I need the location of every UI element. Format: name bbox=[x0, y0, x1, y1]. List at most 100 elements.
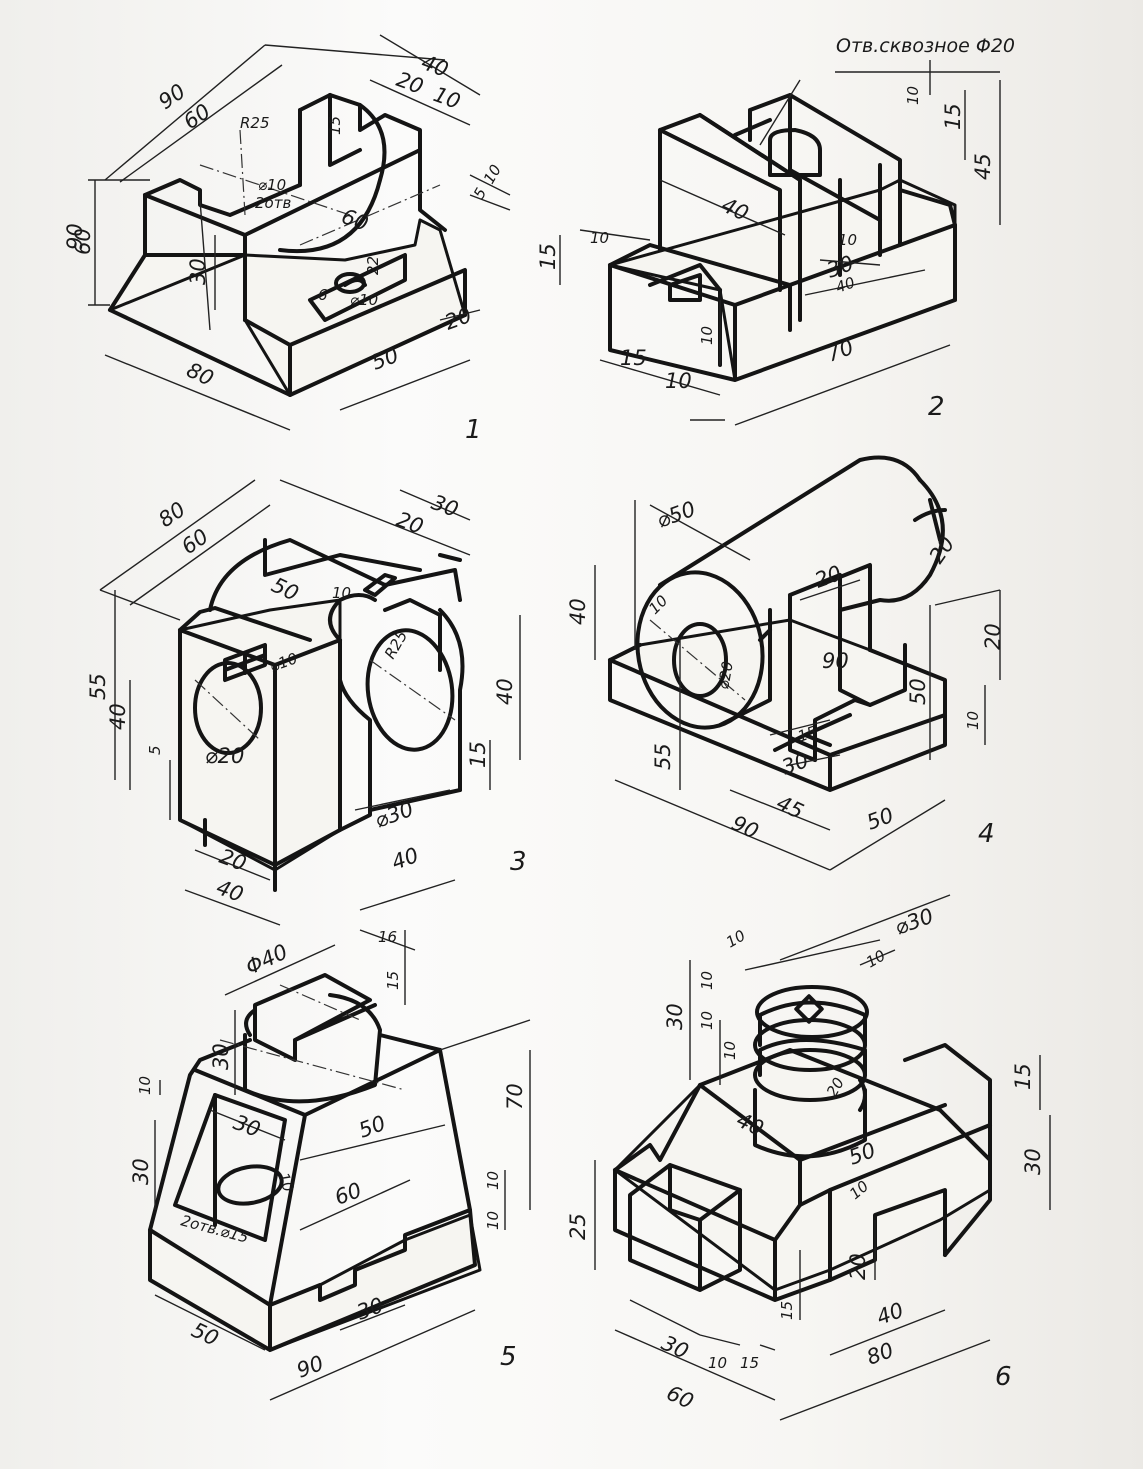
fig2-dim-10d: 10 bbox=[698, 326, 716, 345]
fig3-dim-40d: 40 bbox=[389, 843, 422, 875]
figure-2-number: 2 bbox=[928, 392, 945, 422]
fig2-dim-40b: 40 bbox=[833, 273, 857, 296]
fig5-dim-f40: Φ40 bbox=[242, 939, 291, 979]
fig6-dim-15c: 15 bbox=[740, 1354, 759, 1372]
fig5-dim-50b: 50 bbox=[188, 1318, 222, 1351]
fig4-dim-40: 40 bbox=[566, 598, 590, 625]
fig1-dim-d10: ⌀10 bbox=[258, 176, 286, 194]
fig1-dim-10b: 10 bbox=[480, 161, 505, 187]
figure-5-dimension-lines bbox=[154, 929, 531, 1401]
fig5-dim-10c: 10 bbox=[484, 1171, 502, 1190]
fig6-dim-30c: 30 bbox=[658, 1331, 692, 1364]
fig6-dim-30b: 30 bbox=[1021, 1148, 1045, 1175]
figure-3-number: 3 bbox=[510, 847, 527, 877]
fig1-dim-r25: R25 bbox=[240, 114, 270, 132]
fig4-dim-50: 50 bbox=[906, 678, 930, 705]
fig5-dim-30c: 30 bbox=[129, 1158, 153, 1185]
fig2-dim-15b: 15 bbox=[536, 243, 560, 270]
fig1-dim-80: 80 bbox=[183, 358, 217, 391]
figure-2-part bbox=[608, 93, 957, 382]
fig6-dim-10c: 10 bbox=[698, 971, 716, 990]
fig1-dim-60c: 60 bbox=[71, 228, 95, 255]
fig2-through-hole-note: Отв.сквозное Φ20 bbox=[836, 35, 1015, 57]
figure-1-dimension-lines bbox=[88, 34, 511, 431]
fig6-dim-d30: ⌀30 bbox=[892, 904, 937, 940]
figure-4-dimension-lines bbox=[594, 500, 1001, 871]
fig1-dim-15: 15 bbox=[326, 116, 344, 135]
fig3-dim-50: 50 bbox=[268, 573, 302, 606]
fig4-dim-30: 30 bbox=[779, 748, 812, 780]
fig6-dim-10g: 10 bbox=[708, 1354, 727, 1372]
fig5-dim-60: 60 bbox=[332, 1178, 365, 1210]
fig1-dim-5: 5 bbox=[470, 185, 490, 202]
figure-4-part bbox=[608, 455, 947, 792]
fig5-dim-50: 50 bbox=[356, 1111, 389, 1143]
fig6-dim-80: 80 bbox=[864, 1338, 897, 1370]
fig1-dim-d10b: ⌀10 bbox=[350, 291, 378, 309]
figure-6-dimension-lines bbox=[594, 894, 1051, 1421]
fig1-dim-60b: 60 bbox=[338, 204, 371, 236]
fig3-dim-55: 55 bbox=[86, 673, 110, 700]
fig1-dim-22: 22 bbox=[364, 256, 382, 275]
fig5-dim-70: 70 bbox=[503, 1083, 527, 1110]
fig3-dim-40b: 40 bbox=[493, 678, 517, 705]
figure-1-number: 1 bbox=[465, 415, 482, 445]
fig5-dim-16: 16 bbox=[378, 928, 397, 946]
fig4-dim-55: 55 bbox=[651, 743, 675, 770]
fig4-dim-10: 10 bbox=[645, 592, 671, 618]
fig6-dim-10e: 10 bbox=[721, 1041, 739, 1060]
fig6-dim-15b: 15 bbox=[778, 1301, 796, 1320]
fig1-dim-90: 90 bbox=[154, 79, 190, 114]
fig6-dim-20b: 20 bbox=[846, 1253, 870, 1280]
fig6-dim-60: 60 bbox=[663, 1381, 697, 1414]
figure-2-dimension-lines bbox=[559, 60, 1001, 426]
fig2-dim-10e: 10 bbox=[665, 369, 692, 393]
fig3-dim-40: 40 bbox=[106, 703, 130, 730]
figure-3-dimension-lines bbox=[99, 479, 521, 926]
figure-6-part bbox=[613, 985, 992, 1302]
fig3-dim-20: 20 bbox=[393, 507, 426, 539]
fig1-dim-60: 60 bbox=[179, 99, 215, 134]
fig4-dim-90: 90 bbox=[822, 649, 849, 673]
fig1-dim-30: 30 bbox=[186, 258, 210, 285]
fig3-dim-d20: ⌀20 bbox=[205, 744, 244, 768]
fig2-dim-10: 10 bbox=[590, 229, 609, 247]
fig2-dim-15: 15 bbox=[941, 103, 965, 130]
fig5-dim-15: 15 bbox=[384, 971, 402, 990]
fig4-dim-20: 20 bbox=[924, 532, 959, 568]
fig5-dim-10: 10 bbox=[136, 1076, 154, 1095]
fig4-dim-20c: 20 bbox=[981, 623, 1005, 650]
fig2-dim-15c: 15 bbox=[620, 346, 647, 370]
fig3-dim-15: 15 bbox=[466, 741, 490, 768]
fig5-dim-10d: 10 bbox=[484, 1211, 502, 1230]
figure-4-number: 4 bbox=[978, 819, 995, 849]
fig1-dim: 90 bbox=[63, 223, 87, 250]
fig6-dim-10: 10 bbox=[723, 926, 749, 951]
figure-5-part bbox=[148, 973, 482, 1352]
fig4-dim-15: 15 bbox=[795, 722, 819, 745]
fig4-dim-d20: ⌀20 bbox=[714, 660, 737, 691]
fig5-dim-10b: 10 bbox=[274, 1170, 297, 1194]
fig6-dim-30: 30 bbox=[663, 1003, 687, 1030]
fig2-dim-10c: 10 bbox=[838, 231, 857, 249]
fig3-dim-d30: ⌀30 bbox=[372, 797, 417, 833]
fig3-dim-80: 80 bbox=[154, 497, 190, 532]
figure-1-part bbox=[108, 93, 467, 397]
fig1-dim-2holes: 2отв bbox=[255, 194, 291, 212]
figure-3-part bbox=[178, 538, 465, 892]
fig3-dim-30: 30 bbox=[428, 490, 461, 522]
figure-5-number: 5 bbox=[500, 1342, 517, 1372]
fig6-dim-10d: 10 bbox=[698, 1011, 716, 1030]
fig3-dim-10: 10 bbox=[332, 584, 351, 602]
fig2-dim-10: 10 bbox=[904, 86, 922, 105]
fig6-dim-15: 15 bbox=[1011, 1063, 1035, 1090]
fig6-dim-10b: 10 bbox=[863, 946, 889, 971]
fig3-dim-r25: R25 bbox=[381, 627, 411, 662]
fig6-dim-40b: 40 bbox=[874, 1298, 907, 1330]
fig4-dim-10b: 10 bbox=[964, 711, 982, 730]
fig3-dim-60: 60 bbox=[177, 524, 213, 559]
fig1-dim-6: 6 bbox=[318, 286, 328, 304]
fig3-dim-5: 5 bbox=[146, 745, 164, 755]
